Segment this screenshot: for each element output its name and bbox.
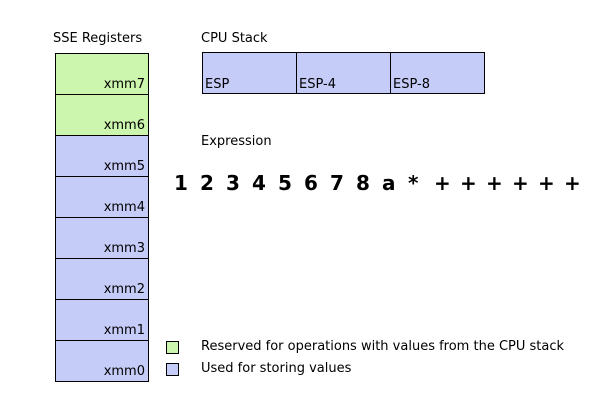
expression-token: + xyxy=(512,171,529,195)
expression-token: 5 xyxy=(278,171,292,195)
expression-token: + xyxy=(460,171,477,195)
register-xmm7: xmm7 xyxy=(55,53,149,95)
expression-token: + xyxy=(434,171,451,195)
cpu-stack-cell-label: ESP-8 xyxy=(393,77,430,92)
legend-swatch-reserved xyxy=(166,341,179,354)
sse-register-stack: xmm7 xmm6 xmm5 xmm4 xmm3 xmm2 xmm1 xmm0 xyxy=(55,53,149,382)
expression-token: 1 xyxy=(174,171,188,195)
register-label: xmm7 xyxy=(103,77,145,92)
cpu-stack-cell-label: ESP-4 xyxy=(299,77,336,92)
register-label: xmm1 xyxy=(103,323,145,338)
expression-token: 8 xyxy=(356,171,370,195)
expression-token: + xyxy=(564,171,581,195)
cpu-stack-cell-esp-8: ESP-8 xyxy=(390,52,485,94)
expression-title: Expression xyxy=(201,134,272,149)
register-label: xmm0 xyxy=(103,364,145,379)
expression-token: * xyxy=(408,171,419,195)
expression-token: 7 xyxy=(330,171,344,195)
register-xmm5: xmm5 xyxy=(55,135,149,177)
register-xmm6: xmm6 xyxy=(55,94,149,136)
register-label: xmm2 xyxy=(103,282,145,297)
register-label: xmm6 xyxy=(103,118,145,133)
expression-token: 6 xyxy=(304,171,318,195)
expression-token: + xyxy=(538,171,555,195)
register-xmm3: xmm3 xyxy=(55,217,149,259)
register-label: xmm5 xyxy=(103,159,145,174)
sse-registers-title: SSE Registers xyxy=(53,31,143,46)
legend-label-reserved: Reserved for operations with values from… xyxy=(201,339,565,354)
expression-token: a xyxy=(382,171,396,195)
register-xmm4: xmm4 xyxy=(55,176,149,218)
register-xmm0: xmm0 xyxy=(55,340,149,382)
cpu-stack: ESP ESP-4 ESP-8 xyxy=(202,52,485,94)
legend-swatch-storage xyxy=(166,363,179,376)
register-label: xmm3 xyxy=(103,241,145,256)
expression-tokens: 1 2 3 4 5 6 7 8 a * + + + + + + xyxy=(174,171,590,195)
cpu-stack-cell-label: ESP xyxy=(205,77,230,92)
register-xmm1: xmm1 xyxy=(55,299,149,341)
expression-token: 4 xyxy=(252,171,266,195)
register-label: xmm4 xyxy=(103,200,145,215)
expression-token: 2 xyxy=(200,171,214,195)
cpu-stack-cell-esp: ESP xyxy=(202,52,297,94)
expression-token: 3 xyxy=(226,171,240,195)
expression-token: + xyxy=(486,171,503,195)
legend-label-storage: Used for storing values xyxy=(201,361,352,376)
cpu-stack-title: CPU Stack xyxy=(201,31,268,46)
register-xmm2: xmm2 xyxy=(55,258,149,300)
cpu-stack-cell-esp-4: ESP-4 xyxy=(296,52,391,94)
